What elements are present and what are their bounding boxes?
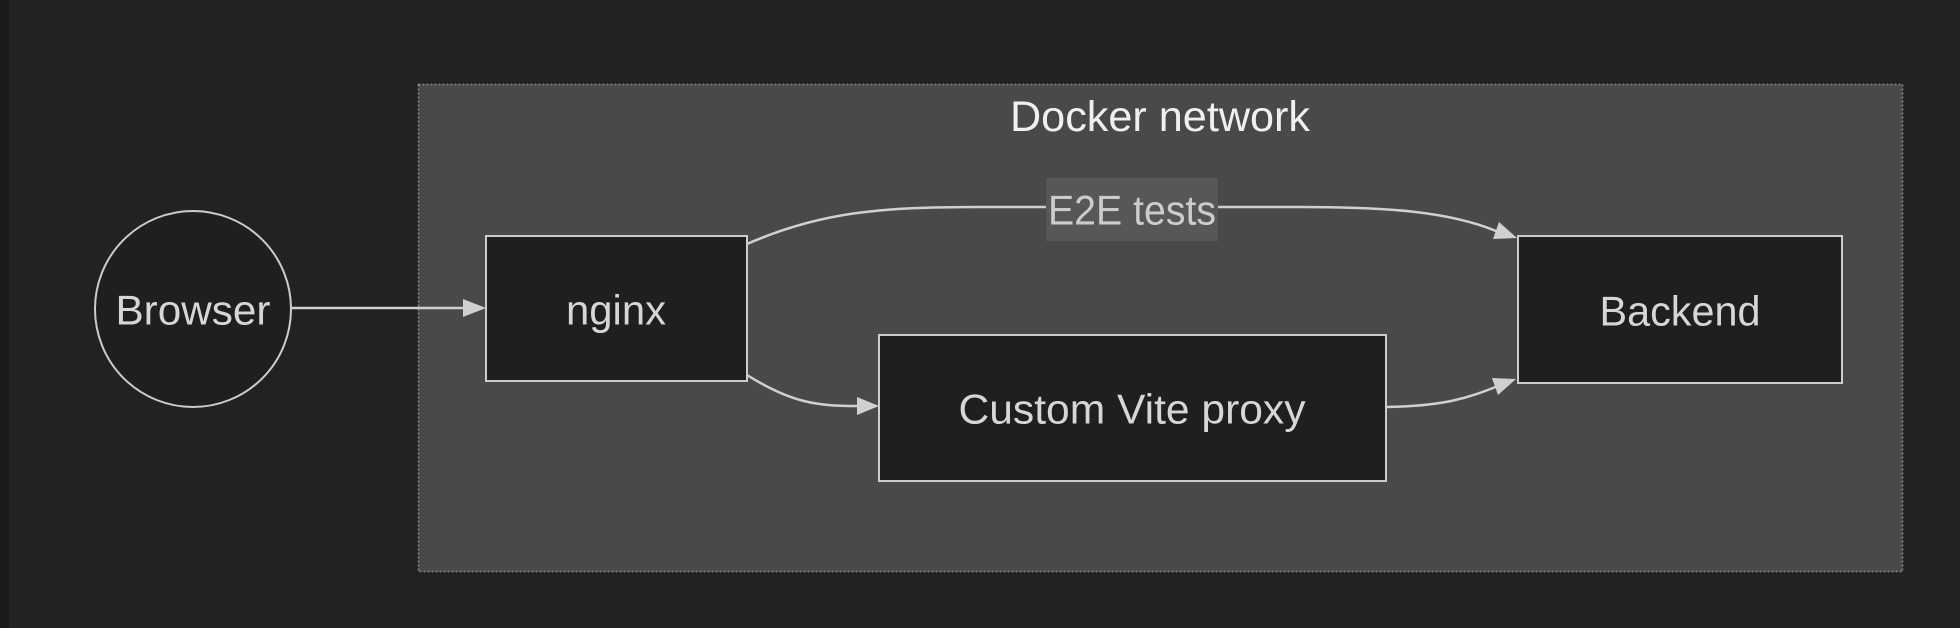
window-edge bbox=[0, 0, 9, 628]
vite-proxy-node-label: Custom Vite proxy bbox=[959, 386, 1306, 433]
edge-label-bg bbox=[1046, 178, 1218, 241]
arrowhead-nginx-to-backend bbox=[1493, 222, 1517, 239]
backend-node-label: Backend bbox=[1600, 288, 1761, 335]
nginx-node bbox=[485, 235, 748, 382]
vite-proxy-node bbox=[878, 334, 1387, 482]
edge-label-e2e-tests: E2E tests bbox=[1048, 187, 1216, 234]
edge-nginx-to-vite-proxy bbox=[746, 373, 858, 408]
backend-node bbox=[1517, 235, 1843, 384]
nginx-node-label: nginx bbox=[566, 287, 666, 334]
arrowhead-vite-proxy-to-backend bbox=[1492, 378, 1516, 395]
edge-nginx-to-backend bbox=[746, 205, 1497, 246]
browser-node bbox=[94, 210, 292, 408]
cluster-title: Docker network bbox=[1010, 93, 1310, 141]
arrowhead-browser-to-nginx bbox=[463, 299, 486, 317]
edge-vite-proxy-to-backend bbox=[1385, 384, 1499, 409]
browser-node-label: Browser bbox=[116, 287, 271, 334]
arrowhead-nginx-to-vite-proxy bbox=[857, 397, 879, 415]
